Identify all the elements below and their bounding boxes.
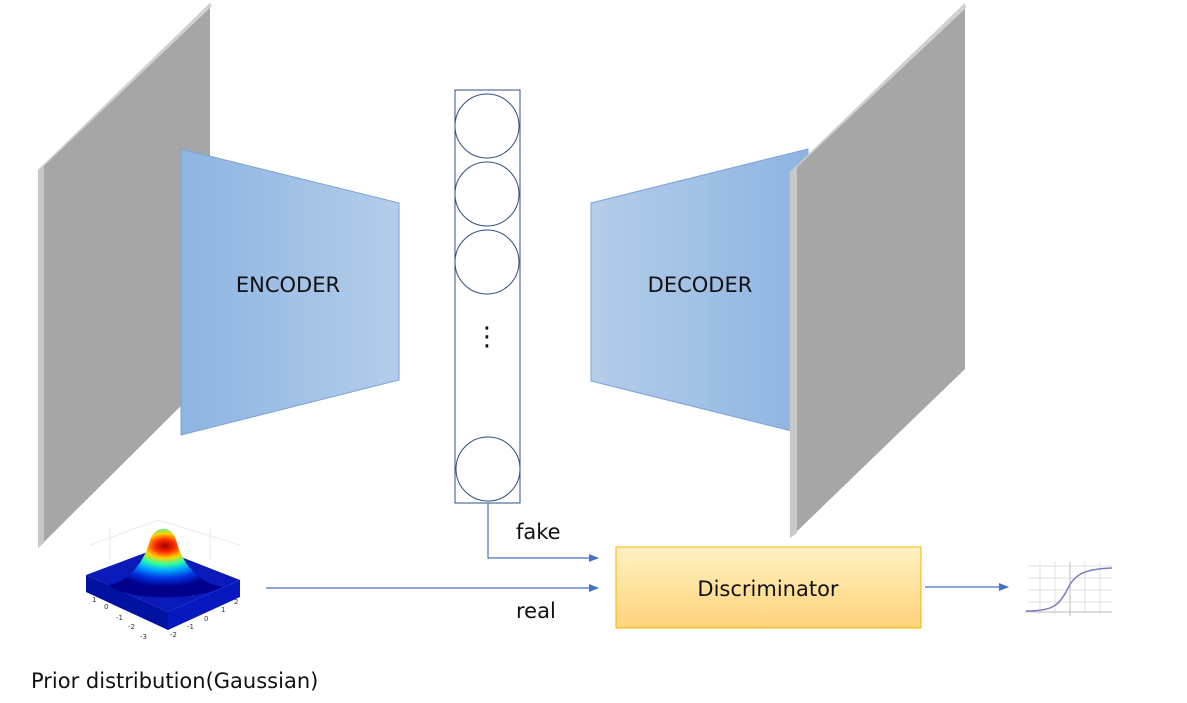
- axis-tick: -1: [187, 623, 194, 631]
- axis-tick: -2: [128, 623, 135, 631]
- latent-ellipsis: ⋮: [474, 322, 500, 352]
- axis-tick: 1: [221, 606, 225, 614]
- axis-tick: -1: [116, 614, 123, 622]
- sigmoid-curve-icon: [1025, 562, 1113, 616]
- output-plane: [790, 3, 966, 538]
- axis-tick: 0: [204, 615, 208, 623]
- fake-label: fake: [516, 520, 561, 544]
- discriminator-block: Discriminator: [615, 546, 922, 629]
- encoder-block: ENCODER: [180, 148, 400, 436]
- discriminator-label: Discriminator: [697, 577, 839, 601]
- real-edge: real: [266, 584, 599, 623]
- decoder-block: DECODER: [590, 148, 809, 436]
- input-plane: [38, 3, 212, 548]
- fake-edge: fake: [487, 503, 599, 562]
- axis-tick: 1: [92, 596, 96, 604]
- axis-tick: -3: [140, 633, 147, 641]
- 3d-gaussian-surface-icon: 1 0 -1 -2 -3 -2 -1 0 1 2: [86, 519, 241, 641]
- real-label: real: [516, 599, 556, 623]
- latent-unit: [454, 93, 520, 159]
- decoder-label: DECODER: [648, 273, 753, 297]
- axis-tick: -2: [170, 631, 177, 639]
- latent-unit: [454, 161, 520, 227]
- axis-tick: 2: [234, 598, 238, 606]
- latent-unit: [455, 436, 521, 502]
- encoder-label: ENCODER: [236, 273, 340, 297]
- latent-vector: ⋮: [454, 89, 521, 504]
- latent-unit: [454, 229, 520, 295]
- prior-caption: Prior distribution(Gaussian): [31, 669, 318, 693]
- axis-tick: 0: [104, 603, 108, 611]
